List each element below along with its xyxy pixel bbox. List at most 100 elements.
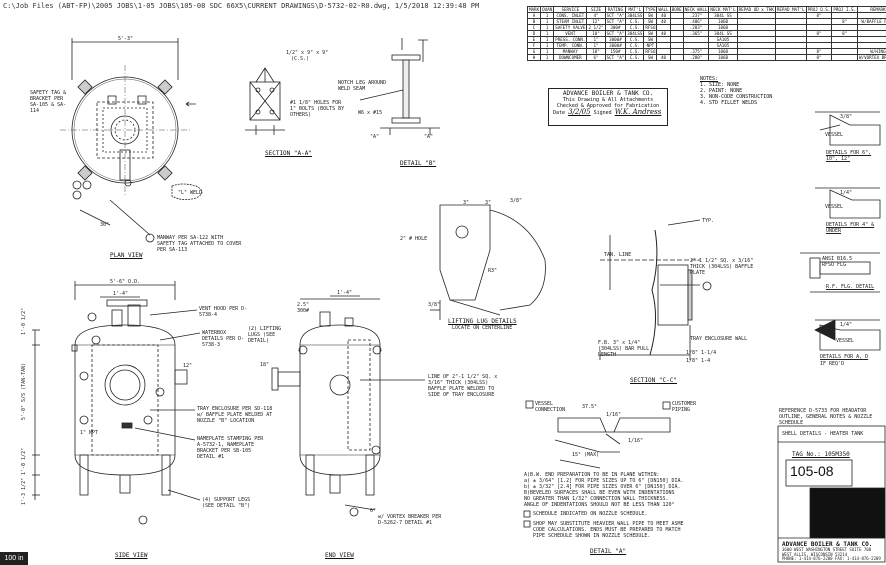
- detail-b: [359, 38, 440, 135]
- nozzle-header-cell: REPAD MAT'L: [774, 6, 807, 13]
- end-lifting-note: (2) LIFTING LUGS (SEE DETAIL): [248, 326, 282, 344]
- general-note-line: A)B.W. END PREPARATION TO BE IN PLANE WI…: [524, 472, 660, 478]
- lug-radius: R3": [488, 268, 498, 274]
- detail-b-title: DETAIL "B": [400, 160, 437, 167]
- nozzle-header-cell: NECK MAT'L: [708, 6, 738, 13]
- da-max: 15° (MAX): [572, 452, 600, 458]
- zoom-indicator[interactable]: 100 in: [0, 552, 28, 565]
- tb-address-1: 3600 WEST WASHINGTON STREET SUITE 700: [782, 547, 872, 552]
- stamp-signed-label: Signed: [593, 110, 612, 116]
- side-dim-v2: 5'-0" S/S (TAN-TAN): [21, 362, 27, 420]
- note-marker-1: [523, 510, 531, 518]
- nozzle-header-cell: REPAD OD x THK: [736, 6, 776, 13]
- notes-heading: NOTES:: [700, 76, 719, 82]
- file-path-bar: C:\Job Files (ABT-FP)\2005 JOBS\1-05 JOB…: [3, 2, 480, 10]
- cc-typ: TYP.: [702, 218, 715, 224]
- lug-thickness: 3/8": [428, 302, 441, 308]
- lifting-lug: [430, 204, 546, 320]
- nozzle-cell: 2 1/2": [586, 24, 606, 31]
- nozzle-cell: SW: [643, 54, 658, 61]
- approval-stamp: ADVANCE BOILER & TANK CO. This Drawing &…: [548, 88, 668, 126]
- nozzle-cell: RFSO: [643, 24, 658, 31]
- lug-hole: 2" # HOLE: [400, 236, 428, 242]
- general-note-line: ANGLE OF INDENTATIONS SHOULD NOT BE LESS…: [524, 502, 675, 508]
- cc-fb-note: F.B. 3" x 1/4" (304LSS) BAR FULL LENGTH: [598, 340, 650, 358]
- schedule-note-2: SHOP MAY SUBSTITUTE HEAVIER WALL PIPE TO…: [533, 521, 684, 539]
- section-aa-cs: (C.S.): [291, 56, 310, 62]
- nozzle-cell: SCT "A": [604, 30, 627, 37]
- side-dim-v4: 1'-3 1/2": [21, 477, 27, 505]
- end-dim-18: 18": [260, 362, 270, 368]
- section-aa-plate: 1/2" x 9" x 9": [286, 50, 329, 56]
- tb-reference: REFERENCE D-5733 FOR HEADATOR OUTLINE, G…: [779, 408, 873, 426]
- nozzle-cell: 1: [540, 54, 555, 61]
- general-note-line: NO GREATER THAN 1/32" CONNECTION WALL TH…: [524, 496, 669, 502]
- section-cc-title: SECTION "C-C": [630, 377, 677, 384]
- plan-angle: 30°: [100, 222, 110, 228]
- general-note-line: b) ± 3/32" [2.4] FOR PIPE SIZES OVER 6" …: [524, 484, 681, 490]
- section-aa: [245, 67, 285, 135]
- tb-shell-details: SHELL DETAILS - HEATER TANK: [782, 431, 864, 437]
- nozzle-header-cell: QUAN: [540, 6, 555, 13]
- section-aa-title: SECTION "A-A": [265, 150, 312, 157]
- da-angle: 37.5°: [582, 404, 598, 410]
- da-vessel: VESSEL CONNECTION: [535, 401, 566, 413]
- nozzle-cell: .280": [682, 54, 710, 61]
- nozzle-cell: [736, 54, 776, 61]
- stamp-date-value: 3/2/05: [568, 108, 591, 116]
- da-customer: CUSTOMER PIPING: [672, 401, 697, 413]
- note-marker-2: [523, 520, 531, 528]
- lug-dim-3b: 3": [485, 200, 492, 206]
- section-cc: [599, 219, 712, 360]
- wd3-caption: R.F. FLG. DETAIL: [826, 284, 875, 290]
- nozzle-cell: 8": [805, 54, 833, 61]
- end-dim-25: 2.5": [297, 302, 310, 308]
- plan-safety-tag-note: SAFETY TAG & BRACKET PER SA-105 & SA-114: [30, 90, 67, 114]
- nozzle-cell: SCT "A": [604, 18, 627, 25]
- tb-tag-no: TAG No.: 105M350: [792, 451, 850, 458]
- plan-view-title: PLAN VIEW: [110, 252, 143, 259]
- cc-tan-line: TAN. LINE: [604, 252, 632, 258]
- general-note-line: a) ± 3/64" [1.2] FOR PIPE SIZES UP TO 6"…: [524, 478, 684, 484]
- plan-view: [60, 38, 203, 243]
- detail-b-a-left: "A": [370, 134, 380, 140]
- side-npt: 1" NPT: [80, 430, 99, 436]
- general-note-line: B)BEVELED SURFACES SHALL BE EVEN WITH IN…: [524, 490, 675, 496]
- note-item: 2. PAINT: NONE: [700, 88, 743, 94]
- cc-weld-1: 1/8" 1-1/4: [686, 350, 717, 356]
- end-view: [271, 295, 425, 517]
- tb-company: ADVANCE BOILER & TANK CO.: [782, 541, 873, 548]
- cc-plate-note: 2"-1 1/2" SQ. x 3/16" THICK (304LSS) BAF…: [690, 258, 754, 276]
- side-dim-od: 5'-6" O.D.: [110, 279, 141, 285]
- title-block: [777, 425, 886, 563]
- nozzle-cell: DOWNCOMER: [553, 54, 588, 61]
- nozzle-cell: [669, 54, 684, 61]
- wd2-dim: 1/4": [840, 190, 853, 196]
- side-support-note: (4) SUPPORT LEGS (SEE DETAIL "B"): [202, 497, 251, 509]
- nozzle-cell: W/VORTEX BREAKER: [857, 54, 886, 61]
- stamp-line-1: This Drawing & All Attachments: [562, 97, 654, 103]
- nozzle-cell: CONS. INLET: [553, 12, 588, 19]
- da-gap: 1/16": [628, 438, 644, 444]
- nozzle-header-cell: PROJ O.S.: [805, 6, 833, 13]
- stamp-company: ADVANCE BOILER & TANK CO.: [562, 90, 654, 97]
- nozzle-header-cell: BORE: [669, 6, 684, 13]
- note-item: 3. NON-CODE CONSTRUCTION: [700, 94, 773, 100]
- detail-b-notch-note: NOTCH LEG AROUND WELD SEAM: [338, 80, 387, 92]
- nozzle-cell: [831, 54, 859, 61]
- lifting-lug-title: LIFTING LUG DETAILS: [448, 318, 517, 325]
- side-enclosure-note: TRAY ENCLOSURE PER SD-118 w/ BAFFLE PLAT…: [197, 406, 273, 424]
- detail-a-title: DETAIL "A": [590, 548, 627, 555]
- wd4-dim: 1/4": [840, 322, 853, 328]
- side-dim-14: 1'-4": [113, 291, 129, 297]
- end-dim-14: 1'-4": [337, 290, 353, 296]
